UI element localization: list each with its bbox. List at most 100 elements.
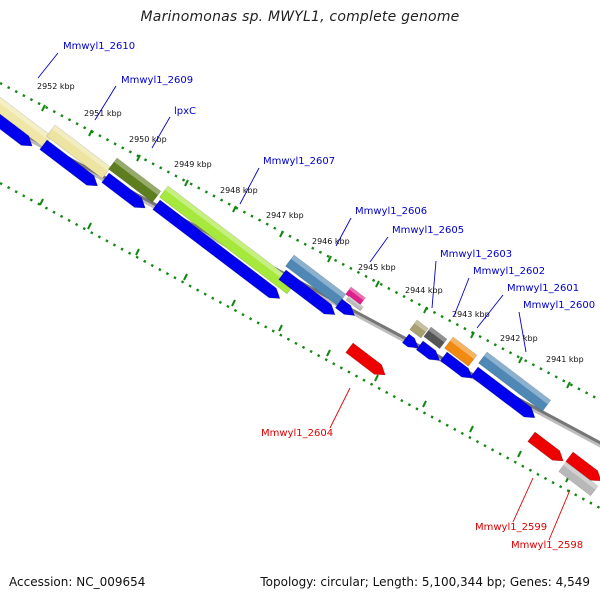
major-tick [374, 374, 379, 382]
tick-label: 2943 kbp [452, 310, 490, 319]
major-tick [231, 299, 236, 307]
tick-label: 2945 kbp [358, 263, 396, 272]
cds-arrow-mmwyl1-2599 [527, 431, 564, 462]
cds-arrow-mmwyl1-2599-b [565, 451, 600, 482]
leader-line-mmwyl1-2600 [518, 311, 527, 353]
cds-arrow-mmwyl1-2603 [401, 333, 419, 349]
leader-line-mmwyl1-2602 [453, 277, 470, 317]
gene-label-mmwyl1-2599: Mmwyl1_2599 [475, 522, 547, 533]
gene-label-lpxc: lpxC [174, 106, 196, 117]
tick-label: 2944 kbp [405, 286, 443, 295]
feature-band-mmwyl1-2605-grey-highlight [347, 296, 364, 309]
feature-band-mmwyl1-2603 [409, 319, 429, 339]
major-tick [232, 205, 237, 213]
major-tick [87, 222, 92, 230]
gene-label-mmwyl1-2598: Mmwyl1_2598 [511, 540, 583, 551]
feature-band-mmwyl1-2600-highlight [484, 352, 551, 405]
tick-label: 2952 kbp [37, 82, 75, 91]
genome-summary: Topology: circular; Length: 5,100,344 bp… [260, 575, 590, 589]
feature-band-mmwyl1-2602-highlight [428, 327, 447, 343]
leader-line-mmwyl1-2605 [369, 236, 389, 263]
gene-label-mmwyl1-2605: Mmwyl1_2605 [392, 225, 464, 236]
major-tick [566, 381, 571, 389]
feature-band-mmwyl1-2607-highlight [165, 186, 296, 287]
leader-line-lpxc [151, 116, 171, 149]
feature-band-mmwyl1-2600 [478, 351, 552, 412]
tick-row-upper [0, 81, 600, 402]
major-tick [41, 104, 46, 112]
feature-band-mmwyl1-2602 [423, 326, 448, 350]
tick-label: 2942 kbp [500, 334, 538, 343]
leader-line-mmwyl1-2604 [329, 387, 351, 429]
feature-band-mmwyl1-2603-highlight [414, 320, 429, 332]
feature-band-mmwyl1-2598 [558, 461, 599, 497]
feature-band-mmwyl1-2605-grey [345, 295, 364, 312]
major-tick [422, 400, 427, 408]
major-tick [470, 331, 475, 339]
gene-label-mmwyl1-2603: Mmwyl1_2603 [440, 249, 512, 260]
major-tick [423, 306, 428, 314]
gene-label-mmwyl1-2600: Mmwyl1_2600 [523, 300, 595, 311]
gene-label-mmwyl1-2602: Mmwyl1_2602 [473, 266, 545, 277]
leader-line-mmwyl1-2610 [37, 52, 59, 79]
feature-band-mmwyl1-2605-highlight [349, 287, 366, 301]
feature-band-mmwyl1-2601 [444, 336, 478, 367]
leader-line-mmwyl1-2609 [94, 85, 117, 121]
gene-label-mmwyl1-2610: Mmwyl1_2610 [63, 41, 135, 52]
leader-line-mmwyl1-2601 [476, 294, 504, 329]
tick-label: 2948 kbp [220, 186, 258, 195]
leader-line-mmwyl1-2599 [512, 477, 534, 523]
cds-arrow-mmwyl1-2601 [439, 351, 473, 379]
major-tick [136, 154, 141, 162]
tick-label: 2950 kbp [129, 135, 167, 144]
feature-band-mmwyl1-2601-highlight [450, 337, 477, 360]
feature-band-mmwyl1-2609-highlight [52, 125, 111, 172]
tick-label: 2941 kbp [546, 355, 584, 364]
tick-label: 2951 kbp [84, 109, 122, 118]
gene-label-mmwyl1-2601: Mmwyl1_2601 [507, 283, 579, 294]
feature-band-lpxc [108, 157, 162, 203]
feature-band-mmwyl1-2607 [159, 185, 296, 295]
feature-band-mmwyl1-2598-highlight [563, 462, 598, 490]
gene-label-mmwyl1-2607: Mmwyl1_2607 [263, 156, 335, 167]
major-tick [184, 179, 189, 187]
major-tick [327, 255, 332, 263]
gene-label-mmwyl1-2604: Mmwyl1_2604 [261, 428, 333, 439]
cds-arrow-mmwyl1-2605 [334, 298, 356, 316]
cds-arrow-mmwyl1-2606 [278, 269, 336, 315]
tick-label: 2949 kbp [174, 160, 212, 169]
cds-arrow-mmwyl1-2609 [39, 139, 98, 187]
leader-line-mmwyl1-2598 [548, 489, 571, 541]
leader-line-mmwyl1-2603 [431, 260, 437, 309]
map-title: Marinomonas sp. MWYL1, complete genome [140, 9, 460, 25]
major-tick [518, 356, 523, 364]
cds-arrow-mmwyl1-2610 [0, 113, 33, 147]
cds-arrow-lpxc [101, 172, 146, 209]
cds-arrow-mmwyl1-2604 [345, 342, 386, 376]
cds-arrow-mmwyl1-2602 [415, 340, 441, 361]
feature-band-lpxc-highlight [114, 158, 161, 196]
gene-label-mmwyl1-2609: Mmwyl1_2609 [121, 75, 193, 86]
cds-arrow-mmwyl1-2600 [470, 366, 536, 419]
leader-line-mmwyl1-2606 [335, 217, 352, 247]
major-tick [39, 198, 44, 206]
accession-label: Accession: NC_009654 [9, 575, 146, 589]
major-tick [135, 248, 140, 256]
gene-label-mmwyl1-2606: Mmwyl1_2606 [355, 206, 427, 217]
major-tick [469, 425, 474, 433]
major-tick [517, 450, 522, 458]
major-tick [278, 324, 283, 332]
major-tick [183, 273, 188, 281]
major-tick [88, 129, 93, 137]
tick-label: 2947 kbp [266, 211, 304, 220]
tick-label: 2946 kbp [312, 237, 350, 246]
leader-line-mmwyl1-2607 [239, 167, 260, 205]
feature-band-mmwyl1-2609 [46, 124, 112, 179]
cds-arrow-mmwyl1-2607 [152, 199, 281, 299]
feature-band-mmwyl1-2610-highlight [0, 97, 52, 141]
major-tick [279, 230, 284, 238]
major-tick [326, 349, 331, 357]
major-tick [375, 280, 380, 288]
tick-row-lower [0, 181, 600, 510]
